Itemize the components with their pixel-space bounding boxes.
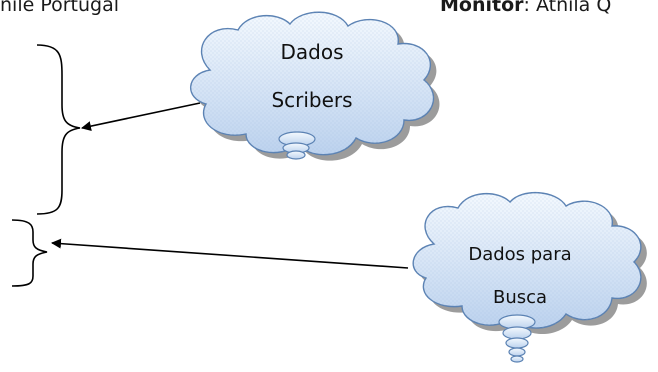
header-right-text: Monitor: Atnila Q [440,0,611,16]
cloud2-line2: Busca [492,287,548,308]
header-left-text: nile Portugal [0,0,120,16]
brace-large [36,44,81,215]
arrow-dados-scribers [81,102,201,132]
monitor-value: : Atnila Q [523,0,612,16]
cloud-dados-scribers [190,11,440,161]
brace-small [11,219,48,287]
cloud-dados-para-busca [412,191,647,363]
cloud1-line1: Dados [280,40,344,64]
cloud1-line2: Scribers [271,88,353,112]
monitor-label: Monitor [440,0,524,16]
cloud2-line1: Dados para [468,244,572,265]
arrow-dados-para-busca [51,238,409,269]
